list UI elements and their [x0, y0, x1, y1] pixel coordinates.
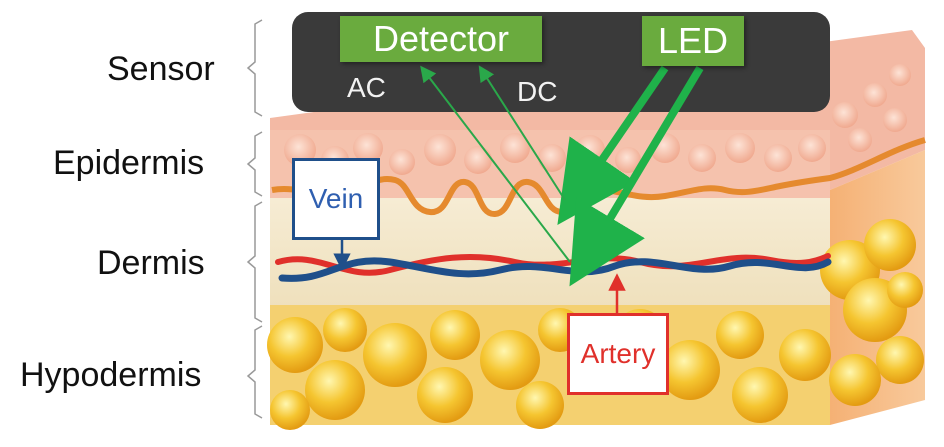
vein-label-box: Vein — [292, 158, 380, 240]
dc-label: DC — [517, 76, 558, 107]
fat-cells — [267, 219, 924, 430]
label-hypodermis: Hypodermis — [20, 356, 202, 394]
led-tag: LED — [642, 16, 744, 66]
led-light-arrow-shallow — [557, 65, 669, 225]
bracket-hypodermis — [246, 325, 263, 419]
dc-signal-arrow — [478, 65, 566, 201]
label-dermis: Dermis — [97, 244, 205, 282]
basement-membrane — [271, 137, 926, 217]
label-sensor: Sensor — [107, 50, 215, 88]
ac-label: AC — [347, 72, 386, 103]
ac-signal-arrow — [420, 65, 571, 263]
detector-tag: Detector — [340, 16, 542, 62]
label-epidermis: Epidermis — [53, 144, 205, 182]
vein-vessel — [278, 257, 832, 282]
layer-brackets — [246, 19, 263, 419]
bracket-epidermis — [246, 131, 263, 197]
artery-label-box: Artery — [567, 313, 669, 395]
artery-vessel — [275, 253, 831, 276]
bracket-dermis — [246, 201, 263, 323]
led-light-arrow-deep — [569, 65, 704, 287]
bracket-sensor — [246, 19, 263, 117]
